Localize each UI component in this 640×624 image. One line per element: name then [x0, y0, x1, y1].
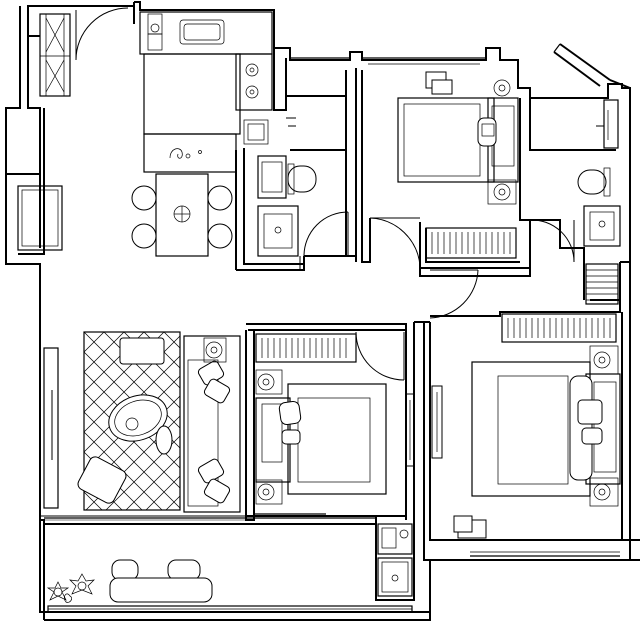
living-room — [77, 331, 241, 513]
bedroom-3 — [431, 313, 621, 539]
doors — [75, 7, 575, 381]
bathroom-2 — [577, 99, 621, 305]
master-bedroom — [397, 71, 519, 259]
bathroom-1 — [257, 117, 317, 257]
bedroom-2 — [255, 333, 415, 505]
kitchen — [131, 11, 273, 257]
windows — [17, 13, 620, 613]
inner-walls — [39, 48, 640, 612]
balcony — [46, 523, 413, 603]
misc-lines — [40, 256, 301, 521]
